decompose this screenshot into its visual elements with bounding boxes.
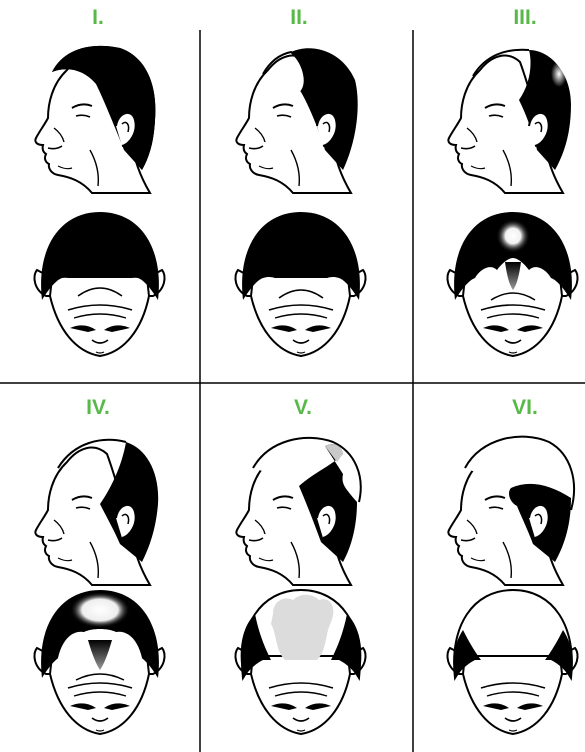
stage-5: V. xyxy=(235,396,365,734)
stage-1-label: I. xyxy=(92,6,104,29)
stage-2-top-view xyxy=(235,212,365,356)
stage-3: III. xyxy=(447,6,577,356)
stage-4: IV. xyxy=(34,396,164,734)
stage-4-profile-head xyxy=(35,440,158,585)
stage-6-profile-head xyxy=(448,437,574,585)
stage-2: II. xyxy=(235,6,365,356)
stage-4-label: IV. xyxy=(86,396,110,419)
stage-6: VI. xyxy=(447,396,577,734)
stage-2-label: II. xyxy=(290,6,308,29)
stage-2-profile-head xyxy=(236,48,357,193)
stage-3-crown-spot xyxy=(496,219,530,253)
stage-1-top-view xyxy=(34,212,164,356)
stage-4-top-view xyxy=(34,590,164,734)
stage-4-crown-spot xyxy=(70,592,130,628)
stage-1-profile-head xyxy=(35,46,155,193)
stage-3-top-view xyxy=(447,212,577,356)
stage-5-label: V. xyxy=(294,396,312,419)
stage-3-crown-shine xyxy=(551,61,567,87)
stage-6-label: VI. xyxy=(512,396,538,419)
stage-5-top-view xyxy=(235,590,365,734)
stage-5-profile-head xyxy=(236,438,360,585)
stage-3-profile-head xyxy=(448,50,571,193)
stage-3-label: III. xyxy=(513,6,536,29)
stage-1: I. xyxy=(34,6,164,356)
stage-6-top-view xyxy=(447,590,577,734)
